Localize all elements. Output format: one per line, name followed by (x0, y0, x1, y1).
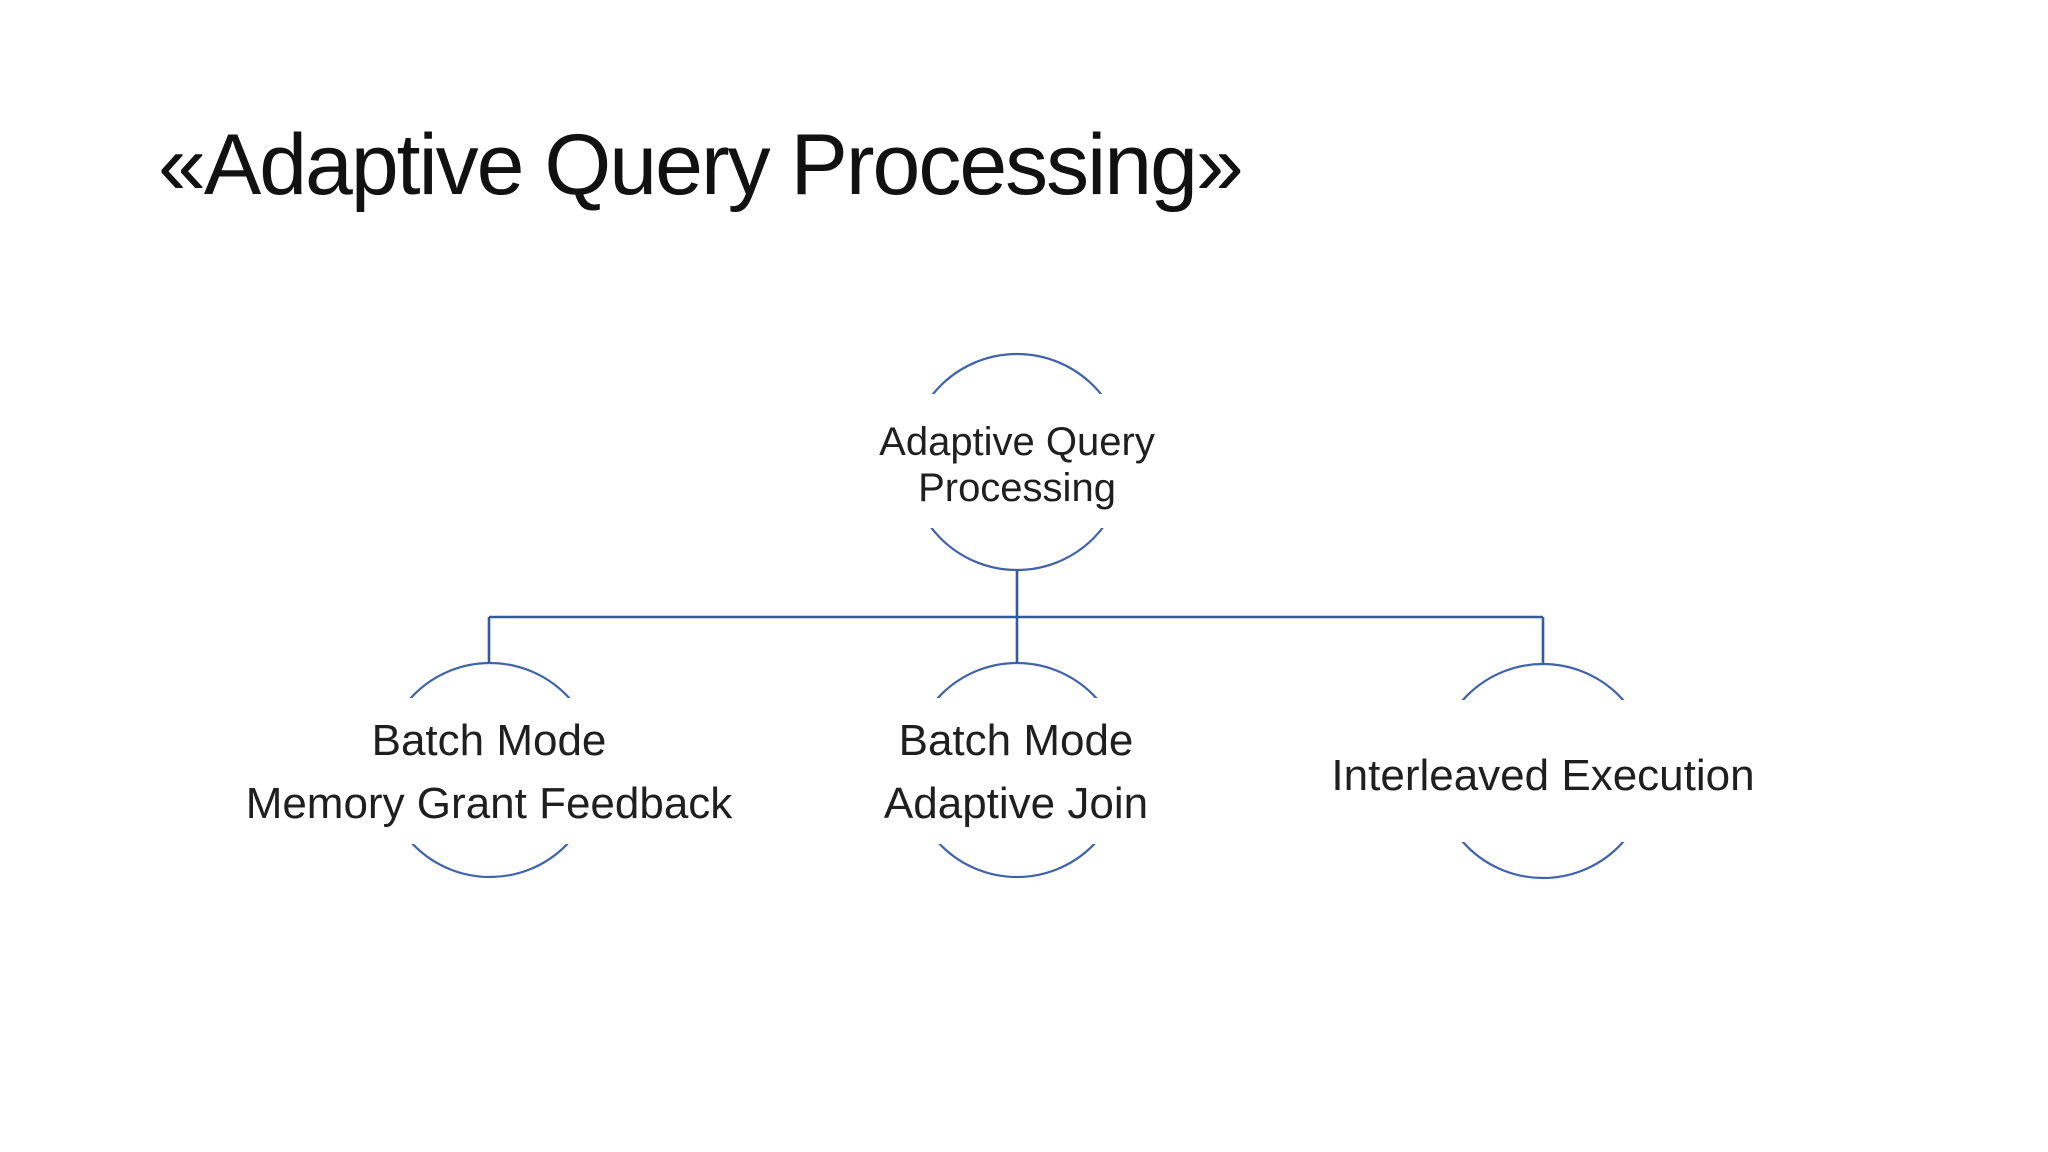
child-node-label-background (886, 698, 1148, 844)
child-node-label-line-1: Batch Mode (899, 716, 1134, 765)
child-node-label-interleaved-execution: Interleaved Execution (1331, 751, 1754, 800)
child-node-label-line-2: Memory Grant Feedback (246, 779, 734, 828)
root-node-label-line-2: Processing (918, 466, 1116, 510)
child-node-label-memory-grant-feedback: Batch Mode Memory Grant Feedback (246, 716, 734, 828)
root-node-label-background (858, 394, 1176, 528)
child-node-label-line-2: Adaptive Join (884, 779, 1148, 828)
slide-title: «Adaptive Query Processing» (158, 117, 1244, 213)
child-node-label-background (262, 698, 714, 844)
child-node-label-line-1: Batch Mode (372, 716, 607, 765)
child-node-label-adaptive-join: Batch Mode Adaptive Join (884, 716, 1148, 828)
child-node-label-line-1: Interleaved Execution (1331, 751, 1754, 800)
root-node-label: Adaptive Query Processing (879, 420, 1155, 510)
root-node-label-line-1: Adaptive Query (879, 420, 1155, 464)
connector-lines (487, 570, 1545, 663)
child-node-label-background (1346, 700, 1740, 842)
